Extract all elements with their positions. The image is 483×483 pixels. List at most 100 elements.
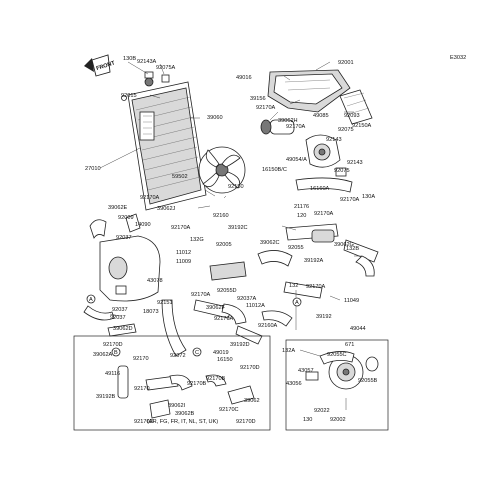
part-label: 92151 <box>157 300 173 306</box>
part-label: 92170B <box>187 381 207 387</box>
part-label: 43057 <box>298 368 314 374</box>
part-label: 92022 <box>314 408 330 414</box>
front-arrow-icon: FRONT <box>84 54 117 77</box>
ref-marker-a: A <box>86 294 96 304</box>
part-label: 11012A <box>246 303 265 309</box>
center-hoses <box>161 261 293 357</box>
part-label: 92160A <box>258 323 278 329</box>
part-label: 39192A <box>304 258 324 264</box>
water-pump <box>305 351 379 390</box>
part-label: 92170D <box>134 419 154 425</box>
part-label: 11009 <box>176 259 191 265</box>
reserve-tank <box>89 213 161 302</box>
part-label: 92055D <box>217 288 237 294</box>
pump-box <box>285 339 389 431</box>
part-label: 39062E <box>108 205 128 211</box>
part-label: 92072 <box>170 353 186 359</box>
part-label: 92170D <box>240 365 260 371</box>
part-label: 130A <box>362 194 375 200</box>
overflow-hoses <box>83 305 137 337</box>
part-label: 92037 <box>116 235 132 241</box>
part-label: 49016 <box>236 75 252 81</box>
part-label: 39062B <box>175 411 195 417</box>
part-label: 39062F <box>206 305 226 311</box>
part-label: 39062J <box>157 206 176 212</box>
part-label: 92143 <box>326 137 342 143</box>
part-label: 49116 <box>105 371 120 377</box>
part-label: 92170D <box>103 342 123 348</box>
part-label: 49054/A <box>286 157 307 163</box>
part-label: 92093 <box>344 113 360 119</box>
part-label: 132B <box>346 246 359 252</box>
part-label: 130 <box>303 417 312 423</box>
radiator <box>121 71 207 211</box>
part-label: 39062H <box>278 118 298 124</box>
part-label: 92170B <box>206 376 226 382</box>
part-label: 92001 <box>338 60 354 66</box>
leader-lines <box>99 61 362 410</box>
part-label: 92170D <box>236 419 256 425</box>
part-labels: 130B 92143A 92075A 92015 39060 27010 920… <box>85 56 378 425</box>
svg-text:B: B <box>114 350 118 356</box>
part-label: 39062C <box>260 240 280 246</box>
part-label: 92170 <box>134 386 150 392</box>
part-label: 21176 <box>294 204 309 210</box>
part-label: 92143A <box>137 59 157 65</box>
part-label: 39192B <box>96 394 116 400</box>
part-label: 39062I <box>168 403 186 409</box>
part-label: 59502 <box>172 174 188 180</box>
part-label: 49044 <box>350 326 366 332</box>
part-label: 92170A <box>314 211 334 217</box>
part-label: 132G <box>190 237 204 243</box>
part-label: 132 <box>289 283 298 289</box>
hose-strip <box>339 89 373 125</box>
part-label: 671 <box>345 342 354 348</box>
ref-marker-a2: A <box>292 297 302 307</box>
part-label: 39062A <box>93 352 113 358</box>
front-label: FRONT <box>96 60 117 72</box>
part-label: 92143 <box>347 160 363 166</box>
part-label: 39156 <box>250 96 266 102</box>
thermostat-cover <box>267 69 351 113</box>
thermostat-housing <box>260 119 347 177</box>
part-label: 43078 <box>147 278 163 284</box>
part-label: 92005 <box>216 242 232 248</box>
part-label: 92037A <box>237 296 257 302</box>
part-label: 39192D <box>230 342 250 348</box>
part-label: 27010 <box>85 166 101 172</box>
upper-hoses <box>257 177 379 299</box>
part-label: 92055C <box>327 352 347 358</box>
part-label: 92075 <box>334 168 350 174</box>
svg-text:A: A <box>295 300 299 306</box>
part-label: 92009 <box>118 215 134 221</box>
part-label: 130B <box>123 56 136 62</box>
part-label: 16150B/C <box>262 167 287 173</box>
bypass-hoses <box>117 365 255 419</box>
part-label: 92170A <box>214 316 234 322</box>
part-label: 92170A <box>191 292 211 298</box>
part-label: 92015 <box>121 93 137 99</box>
part-label: 92075 <box>338 127 354 133</box>
cooling-fan <box>198 146 246 197</box>
part-label: 92037 <box>110 315 126 321</box>
part-label: 92037 <box>112 307 128 313</box>
part-label: 92170 <box>133 356 149 362</box>
svg-text:A: A <box>89 297 93 303</box>
part-label: 16160A <box>310 186 330 192</box>
part-label: 92075A <box>156 65 176 71</box>
part-label: 92170A <box>256 105 276 111</box>
svg-text:C: C <box>195 350 199 356</box>
part-label: 18073 <box>143 309 159 315</box>
part-label: 92150 <box>228 184 244 190</box>
part-label: 92170A <box>286 124 306 130</box>
ref-marker-b: B <box>111 347 121 357</box>
part-label: 49019 <box>213 350 229 356</box>
part-label: 92170A <box>140 195 160 201</box>
part-label: 92170A <box>306 284 326 290</box>
part-label: 132A <box>282 348 295 354</box>
part-label: 92002 <box>330 417 346 423</box>
part-label: 39062 <box>244 398 260 404</box>
part-label: 92055B <box>358 378 378 384</box>
